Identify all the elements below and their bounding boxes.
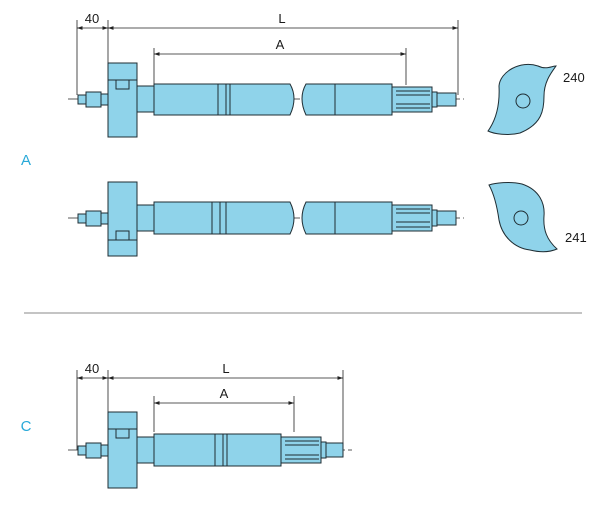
section-a-dimensions: 40 L A	[76, 11, 459, 95]
dim-inner-label-c: A	[220, 386, 229, 401]
cam-240: 240	[487, 64, 585, 135]
section-c-dimensions: 40 L A	[76, 361, 344, 450]
dim-offset-label: 40	[85, 11, 99, 26]
variant-code-240: 240	[563, 70, 585, 85]
dim-inner-label: A	[276, 37, 285, 52]
dim-offset-label-c: 40	[85, 361, 99, 376]
dim-total-label: L	[278, 11, 285, 26]
cam-241: 241	[488, 181, 587, 253]
shaft-240	[68, 62, 464, 138]
shaft-c	[68, 411, 352, 489]
variant-code-241: 241	[565, 230, 587, 245]
section-a-label: A	[21, 152, 31, 169]
section-c-label: C	[21, 418, 32, 435]
dim-total-label-c: L	[222, 361, 229, 376]
shaft-241	[68, 181, 464, 257]
